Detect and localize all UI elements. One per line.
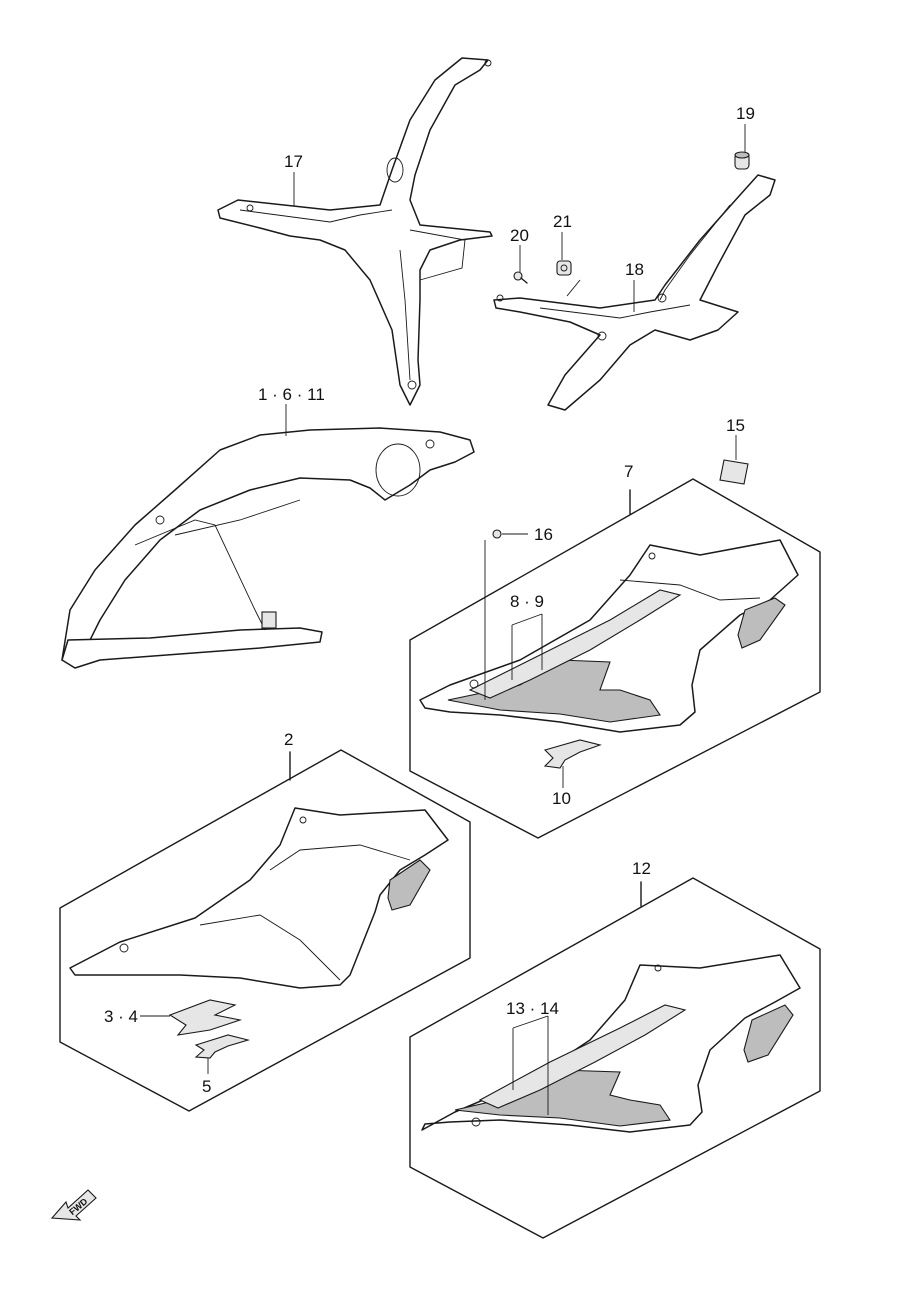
- callout-1-6-11: 1 · 6 · 11: [258, 385, 325, 404]
- callout-16: 16: [534, 525, 553, 544]
- part-5-emblem: [194, 1034, 251, 1059]
- part-3-4-decal: [168, 999, 243, 1036]
- box-part-12: [409, 877, 821, 1239]
- callout-5: 5: [202, 1077, 211, 1096]
- part-17-inner-bracket: [217, 57, 493, 406]
- part-18-inner-panel: [493, 174, 776, 411]
- callout-8-9: 8 · 9: [510, 592, 544, 611]
- part-12-lower-cowl-graphic: [421, 954, 801, 1133]
- callout-17: 17: [284, 152, 303, 171]
- part-16-screw: [492, 529, 528, 539]
- callout-21: 21: [553, 212, 572, 231]
- callout-3-4: 3 · 4: [104, 1007, 138, 1026]
- callout-13-14: 13 · 14: [506, 999, 559, 1018]
- fwd-arrow-icon: FWD: [50, 1189, 97, 1221]
- part-2-lower-cowl: [69, 807, 449, 989]
- box-part-2: [59, 749, 471, 1112]
- part-1-6-11-side-cowling: [61, 427, 475, 669]
- callout-19: 19: [736, 104, 755, 123]
- callout-7: 7: [624, 462, 633, 481]
- leader-13-14: [512, 1015, 549, 1115]
- part-15-pad: [719, 459, 749, 485]
- part-19-grommet: [734, 151, 750, 170]
- part-20-screw: [513, 271, 528, 284]
- callout-20: 20: [510, 226, 529, 245]
- box-part-7: [409, 478, 821, 839]
- callout-18: 18: [625, 260, 644, 279]
- callout-2: 2: [284, 730, 293, 749]
- callout-10: 10: [552, 789, 571, 808]
- leader-8-9: [511, 613, 543, 680]
- part-21-nut: [556, 260, 572, 276]
- part-7-lower-cowl-graphic: [419, 539, 799, 733]
- leader-lines: [140, 124, 746, 1074]
- callout-12: 12: [632, 859, 651, 878]
- part-10-emblem: [543, 739, 602, 769]
- callout-15: 15: [726, 416, 745, 435]
